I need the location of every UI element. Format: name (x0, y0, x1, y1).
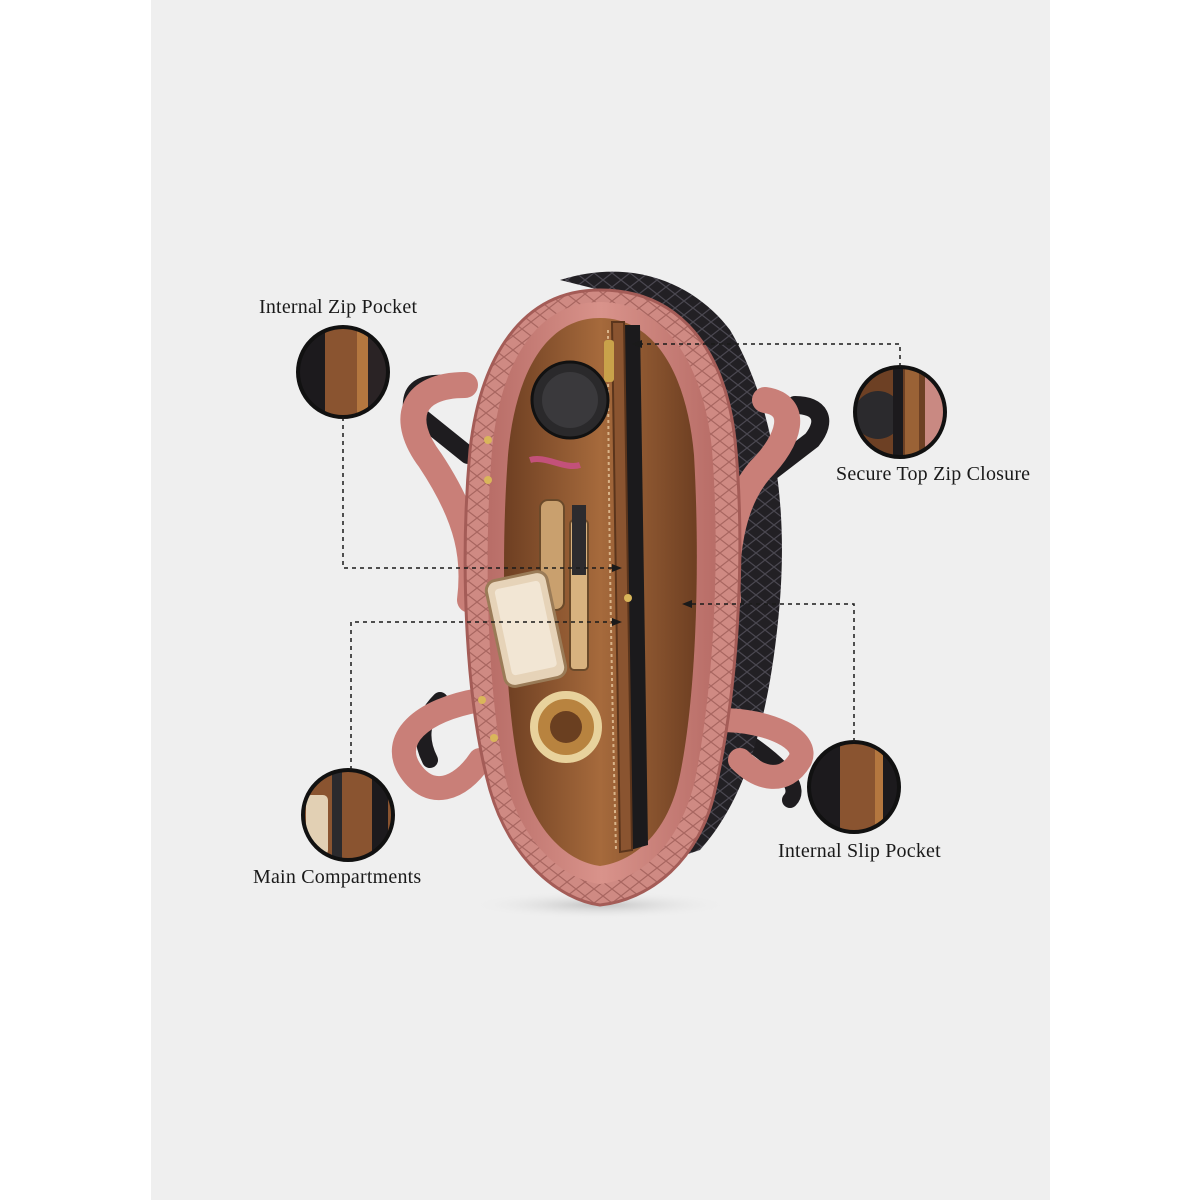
callout-leader-lines (342, 343, 901, 770)
top-zip-zoom-circle (853, 365, 947, 459)
label-internal-zip-pocket: Internal Zip Pocket (259, 296, 418, 318)
right-back-strap (751, 396, 830, 489)
zip-puller (604, 340, 614, 382)
label-internal-slip-pocket: Internal Slip Pocket (778, 840, 941, 862)
zip-pocket-zoom-circle (296, 325, 390, 419)
main-compartments-zoom-circle (301, 768, 395, 862)
slip-pocket-zoom-circle (807, 740, 901, 834)
label-secure-top-zip-closure: Secure Top Zip Closure (836, 463, 1031, 485)
label-main-compartments: Main Compartments (253, 866, 422, 888)
